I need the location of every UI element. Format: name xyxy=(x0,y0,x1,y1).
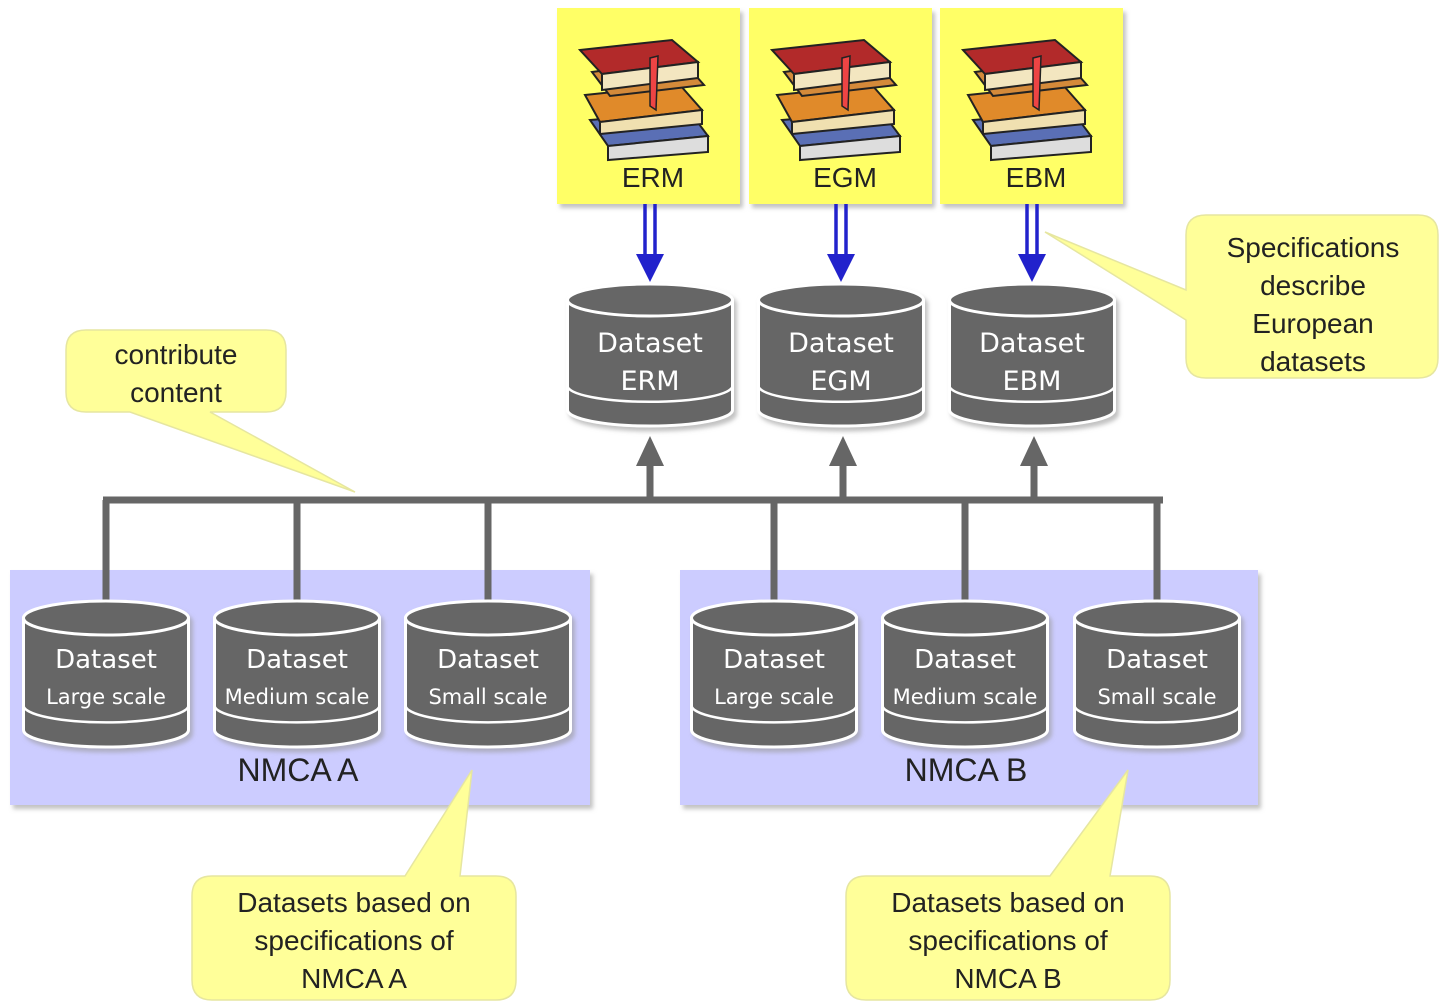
cylinder-title: Dataset xyxy=(979,328,1085,359)
cylinder-ring xyxy=(1073,705,1241,724)
callout-nmca-b-text: Datasets based on specifications of NMCA… xyxy=(846,884,1170,998)
region-label-nmca-a: NMCA A xyxy=(237,752,359,788)
cylinder-title: Dataset xyxy=(437,645,539,675)
callout-line: specifications of xyxy=(908,925,1108,956)
cylinder-title: Dataset xyxy=(914,645,1016,675)
callout-line: specifications of xyxy=(254,925,454,956)
cylinder-top xyxy=(213,599,381,637)
cylinder-title: Dataset xyxy=(788,328,894,359)
cylinder-subtitle: Medium scale xyxy=(225,685,370,709)
cylinder-subtitle: Small scale xyxy=(1097,685,1216,709)
cylinder-body xyxy=(690,616,858,749)
cylinder-body xyxy=(404,616,572,749)
book-stack-icon xyxy=(769,38,902,162)
cylinder-top xyxy=(22,599,190,637)
cylinder-top xyxy=(881,599,1049,637)
spec-label-ebm: EBM xyxy=(1005,162,1067,193)
book-stack-icon xyxy=(960,38,1093,162)
spec-arrow-egm xyxy=(827,204,855,282)
cylinder-top xyxy=(404,599,572,637)
book-stack-icon xyxy=(577,38,710,162)
dataset-cylinders: DatasetERMDatasetEGMDatasetEBMDatasetLar… xyxy=(22,282,1241,749)
arrowhead-up-erm xyxy=(636,436,664,466)
cylinder-body xyxy=(22,616,190,749)
cylinder-top xyxy=(1073,599,1241,637)
callout-specs-text: Specifications describe European dataset… xyxy=(1188,229,1438,381)
cylinder-subtitle: Medium scale xyxy=(893,685,1038,709)
callout-nmca-b-bubble xyxy=(845,769,1171,1001)
arrowhead-up-egm xyxy=(829,436,857,466)
callout-line: NMCA B xyxy=(954,963,1062,994)
callout-nmca-a-bubble xyxy=(191,769,517,1001)
cylinder-subtitle: EGM xyxy=(810,366,871,397)
callout-line: contribute xyxy=(114,339,238,370)
spec-arrow-erm xyxy=(636,204,664,282)
cylinder-ring xyxy=(404,705,572,724)
callout-line: describe xyxy=(1260,270,1366,301)
callout-specs-bubble xyxy=(1044,214,1439,379)
cylinder-title: Dataset xyxy=(1106,645,1208,675)
cylinder-body xyxy=(1073,616,1241,749)
cylinder-title: Dataset xyxy=(246,645,348,675)
cylinder-ring xyxy=(22,705,190,724)
cylinder-body xyxy=(948,298,1116,428)
callout-contribute-text: contribute content xyxy=(66,336,286,412)
spec-label-egm: EGM xyxy=(813,162,877,193)
spec-label-erm: ERM xyxy=(621,162,685,193)
cylinder-top xyxy=(690,599,858,637)
callout-nmca-a-text: Datasets based on specifications of NMCA… xyxy=(192,884,516,998)
cylinder-body xyxy=(566,298,734,428)
cylinder-body xyxy=(213,616,381,749)
arrowhead-up-ebm xyxy=(1020,436,1048,466)
cylinder-ring xyxy=(690,705,858,724)
callout-line: Datasets based on xyxy=(237,887,471,918)
cylinder-ring xyxy=(881,705,1049,724)
cylinder-title: Dataset xyxy=(723,645,825,675)
cylinder-ring xyxy=(566,385,734,404)
callout-line: Specifications xyxy=(1226,232,1400,263)
cylinder-subtitle: EBM xyxy=(1003,366,1062,397)
cylinder-ring xyxy=(757,385,925,404)
contribution-connectors xyxy=(102,462,1163,612)
cylinder-top xyxy=(757,282,925,318)
callout-line: NMCA A xyxy=(301,963,407,994)
cylinder-subtitle: Large scale xyxy=(46,685,166,709)
cylinder-title: Dataset xyxy=(597,328,703,359)
callout-line: datasets xyxy=(1260,346,1366,377)
spec-arrow-ebm xyxy=(1018,204,1046,282)
cylinder-top xyxy=(948,282,1116,318)
callout-line: European xyxy=(1252,308,1374,339)
cylinder-subtitle: Small scale xyxy=(428,685,547,709)
callout-line: Datasets based on xyxy=(891,887,1125,918)
callout-line: content xyxy=(130,377,222,408)
cylinder-subtitle: Large scale xyxy=(714,685,834,709)
callout-contribute-bubble xyxy=(65,329,356,493)
cylinder-body xyxy=(757,298,925,428)
cylinder-ring xyxy=(213,705,381,724)
cylinder-subtitle: ERM xyxy=(620,366,679,397)
cylinder-top xyxy=(566,282,734,318)
region-label-nmca-b: NMCA B xyxy=(904,752,1028,788)
cylinder-body xyxy=(881,616,1049,749)
cylinder-ring xyxy=(948,385,1116,404)
cylinder-title: Dataset xyxy=(55,645,157,675)
